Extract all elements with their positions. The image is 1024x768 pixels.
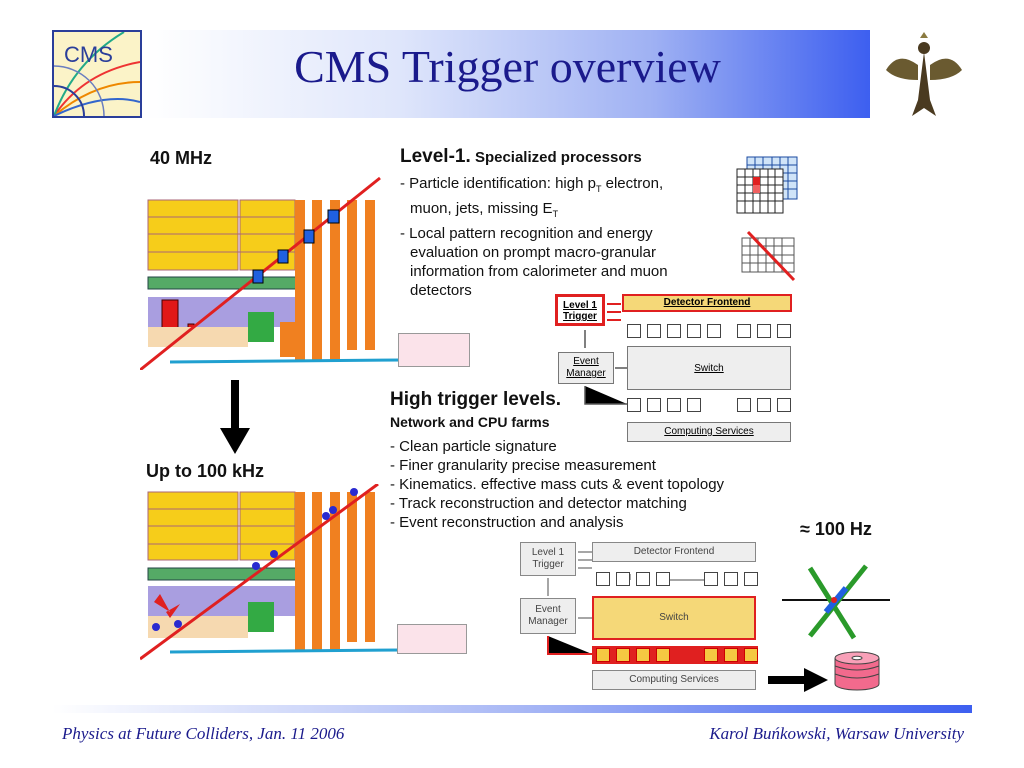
detector-image-top [139, 172, 403, 372]
high-level-architecture-diagram: Level 1 Trigger Detector Frontend Event … [520, 542, 760, 692]
bottom-event-manager-box: Event Manager [520, 598, 576, 634]
down-arrow-icon [218, 380, 252, 455]
storage-disk-icon [832, 648, 882, 692]
footer-right: Karol Buńkowski, Warsaw University [709, 724, 964, 743]
placeholder-box-2 [397, 624, 467, 654]
level1-architecture-diagram: Level 1 Trigger Detector Frontend Event … [555, 290, 795, 446]
level1-bullet: muon, jets, missing ET [410, 200, 559, 219]
right-arrow-icon [768, 666, 828, 694]
cms-logo: CMS [3, 30, 142, 167]
cms-logo-text: CMS [64, 42, 113, 67]
computing-services-box: Computing Services [627, 422, 791, 442]
calorimeter-grid-icon [735, 155, 800, 220]
level1-bullet: evaluation on prompt macro-granular [410, 244, 656, 261]
level1-trigger-box: Level 1 Trigger [555, 294, 605, 326]
high-level-bullets: - Clean particle signature - Finer granu… [390, 437, 790, 532]
high-level-bullet: - Event reconstruction and analysis [390, 514, 624, 531]
detector-frontend-box: Detector Frontend [622, 294, 792, 312]
muon-grid-icon [740, 230, 800, 282]
high-level-heading: High trigger levels. [390, 389, 562, 410]
bottom-level1-trigger-box: Level 1 Trigger [520, 542, 576, 576]
footer-divider [52, 705, 972, 713]
level1-bullet: - Local pattern recognition and energy [400, 225, 653, 242]
level1-bullet: - Particle identification: high pT elect… [400, 175, 664, 194]
level1-rate: 40 MHz [150, 148, 213, 168]
high-level-heading-block: High trigger levels. Network and CPU far… [390, 388, 790, 432]
detector-image-bottom [139, 482, 403, 662]
level1-bullets: - Particle identification: high pT elect… [400, 174, 720, 300]
bottom-switch-box: Switch [592, 596, 756, 640]
high-level-rate: Up to 100 kHz [146, 461, 265, 481]
placeholder-box [398, 333, 470, 367]
slide-title: CMS Trigger overview [294, 41, 721, 92]
bottom-computing-services-box: Computing Services [592, 670, 756, 690]
title-banner [145, 30, 870, 118]
output-rate: ≈ 100 Hz [800, 519, 872, 539]
high-level-bullet: - Clean particle signature [390, 438, 557, 455]
high-level-bullet: - Kinematics. effective mass cuts & even… [390, 476, 725, 493]
switch-box: Switch [627, 346, 791, 390]
high-level-bullet: - Track reconstruction and detector matc… [390, 495, 687, 512]
event-manager-box: Event Manager [558, 352, 614, 384]
high-level-subheading: Network and CPU farms [390, 414, 550, 430]
level1-bullet: information from calorimeter and muon [410, 263, 668, 280]
level1-heading-main: Level-1. [400, 146, 471, 167]
footer-left: Physics at Future Colliders, Jan. 11 200… [62, 724, 345, 743]
high-level-bullet: - Finer granularity precise measurement [390, 457, 656, 474]
level1-heading-sub: Specialized processors [474, 149, 642, 166]
eagle-crest-icon [878, 30, 970, 122]
event-topology-icon [782, 560, 892, 640]
level1-bullet: detectors [410, 282, 472, 299]
level1-heading: Level-1. Specialized processors [400, 147, 720, 167]
bottom-detector-frontend-box: Detector Frontend [592, 542, 756, 562]
